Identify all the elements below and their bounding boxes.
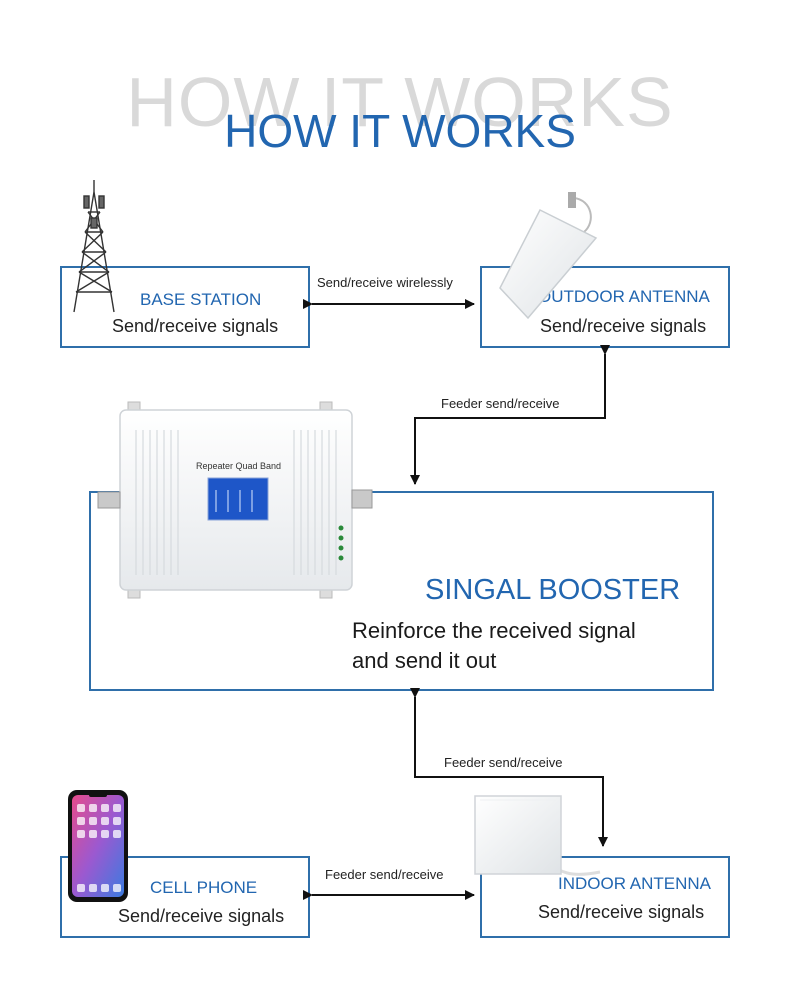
outdoor-antenna-name: OUTDOOR ANTENNA <box>538 287 710 306</box>
base-station-name: BASE STATION <box>140 290 262 309</box>
indoor-antenna-box <box>480 856 730 938</box>
booster-device-icon <box>97 401 373 599</box>
indoor-antenna-name: INDOOR ANTENNA <box>558 874 712 893</box>
link-label-base-outdoor: Send/receive wirelessly <box>317 275 453 290</box>
arrow-booster-indoor <box>410 688 608 847</box>
booster-device-label: Repeater Quad Band <box>196 461 282 471</box>
outdoor-antenna-icon <box>499 192 598 320</box>
booster-desc-line1: Reinforce the received signal <box>352 618 636 643</box>
indoor-antenna-desc: Send/receive signals <box>538 902 705 922</box>
link-label-phone-indoor: Feeder send/receive <box>325 867 444 882</box>
base-station-desc: Send/receive signals <box>112 316 279 336</box>
outdoor-antenna-desc: Send/receive signals <box>540 316 707 336</box>
phone-icon <box>68 790 128 902</box>
indoor-antenna-icon <box>474 795 601 876</box>
arrow-outdoor-booster <box>410 345 610 485</box>
signal-booster-box <box>89 491 714 691</box>
booster-desc-line2: and send it out <box>352 648 497 673</box>
page-title: HOW IT WORKS <box>224 105 576 157</box>
booster-name: SINGAL BOOSTER <box>425 574 681 606</box>
tower-icon <box>73 180 115 313</box>
title-shadow: HOW IT WORKS <box>126 63 674 141</box>
cell-phone-desc: Send/receive signals <box>118 906 285 926</box>
cell-phone-name: CELL PHONE <box>150 878 258 897</box>
